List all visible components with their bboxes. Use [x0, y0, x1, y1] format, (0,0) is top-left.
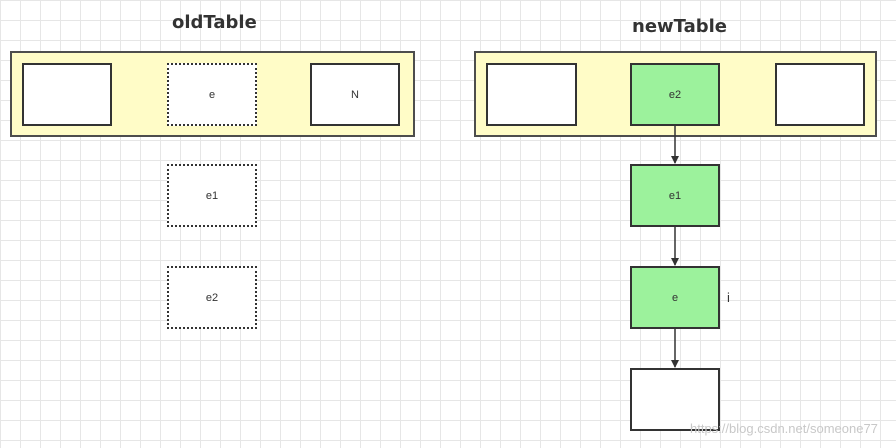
node-side-label: i	[727, 290, 730, 305]
old-table-slot-0	[22, 63, 112, 126]
old-table-slot-2: N	[310, 63, 400, 126]
new-chain-node-e: e	[630, 266, 720, 329]
old-chain-node-e1: e1	[167, 164, 257, 227]
new-chain-node-e1: e1	[630, 164, 720, 227]
old-table-title: oldTable	[172, 12, 257, 33]
new-table-title: newTable	[632, 16, 728, 37]
new-table-slot-0	[486, 63, 577, 126]
watermark: https://blog.csdn.net/someone77	[690, 421, 878, 436]
new-chain-node-empty	[630, 368, 720, 431]
new-table-slot-2	[775, 63, 865, 126]
new-table-slot-1: e2	[630, 63, 720, 126]
old-table-slot-1: e	[167, 63, 257, 126]
old-chain-node-e2: e2	[167, 266, 257, 329]
